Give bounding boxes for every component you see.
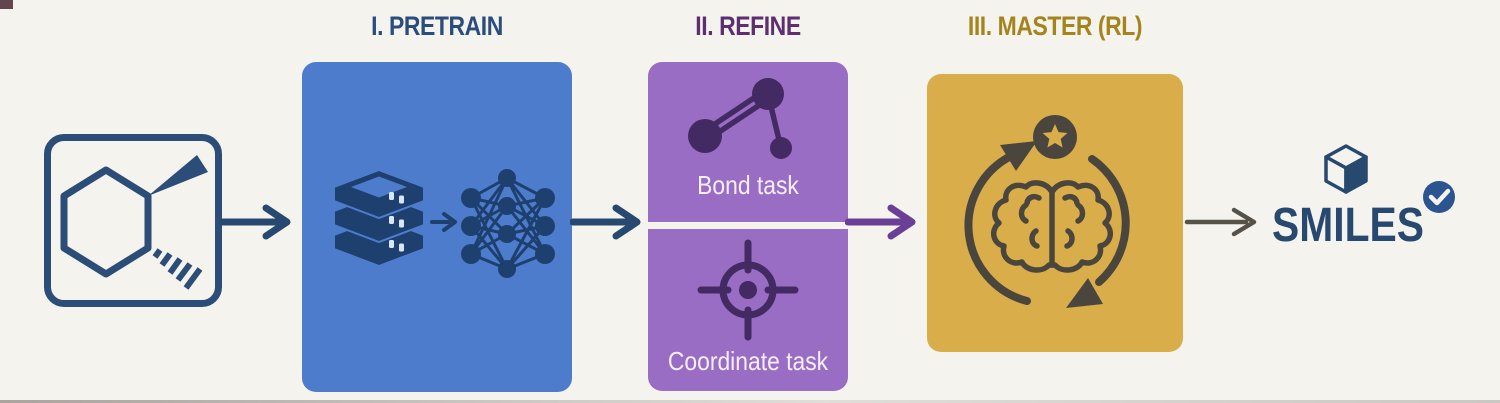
- arrow-refine-to-master: [845, 204, 916, 240]
- brain-icon: [990, 180, 1114, 273]
- crosshair-target-icon: [697, 239, 799, 341]
- wedge-bond: [148, 155, 208, 196]
- master-box: [927, 74, 1183, 352]
- arrow-pretrain-to-refine: [570, 204, 641, 240]
- chiral-molecule-icon: [60, 155, 208, 290]
- coordinate-task-label: Coordinate task: [667, 346, 829, 376]
- bond-task-label: Bond task: [697, 170, 799, 200]
- cycle-arrows-icon: [964, 152, 1130, 305]
- refine-divider: [648, 222, 848, 229]
- cycle-arrowheads: [1000, 141, 1103, 308]
- bottom-edge-shadow: [0, 400, 1500, 403]
- hash-bond: [152, 248, 203, 290]
- arrow-input-to-pretrain: [220, 204, 291, 240]
- molecule-bond-icon: [688, 78, 792, 159]
- refine-title: II. REFINE: [695, 11, 801, 41]
- smiles-output-label: SMILES: [1272, 199, 1424, 252]
- server-lights: [389, 192, 404, 252]
- rl-cycle-icon: [964, 115, 1130, 308]
- neural-network-icon: [461, 169, 555, 278]
- check-badge-icon: [1423, 181, 1455, 213]
- pretrain-box: [302, 62, 572, 392]
- input-molecule-box: [44, 134, 222, 307]
- arrow-master-to-output: [1184, 207, 1257, 237]
- pretrain-title: I. PRETRAIN: [371, 11, 503, 41]
- master-title: III. MASTER (RL): [967, 11, 1143, 41]
- server-stack-icon: [333, 170, 425, 268]
- mini-flow-arrow-icon: [430, 212, 457, 232]
- star-badge-icon: [1033, 115, 1077, 159]
- corner-artifact: [0, 0, 13, 9]
- refine-box: Bond task Coordinate task: [648, 62, 848, 391]
- cube-icon: [1324, 144, 1368, 194]
